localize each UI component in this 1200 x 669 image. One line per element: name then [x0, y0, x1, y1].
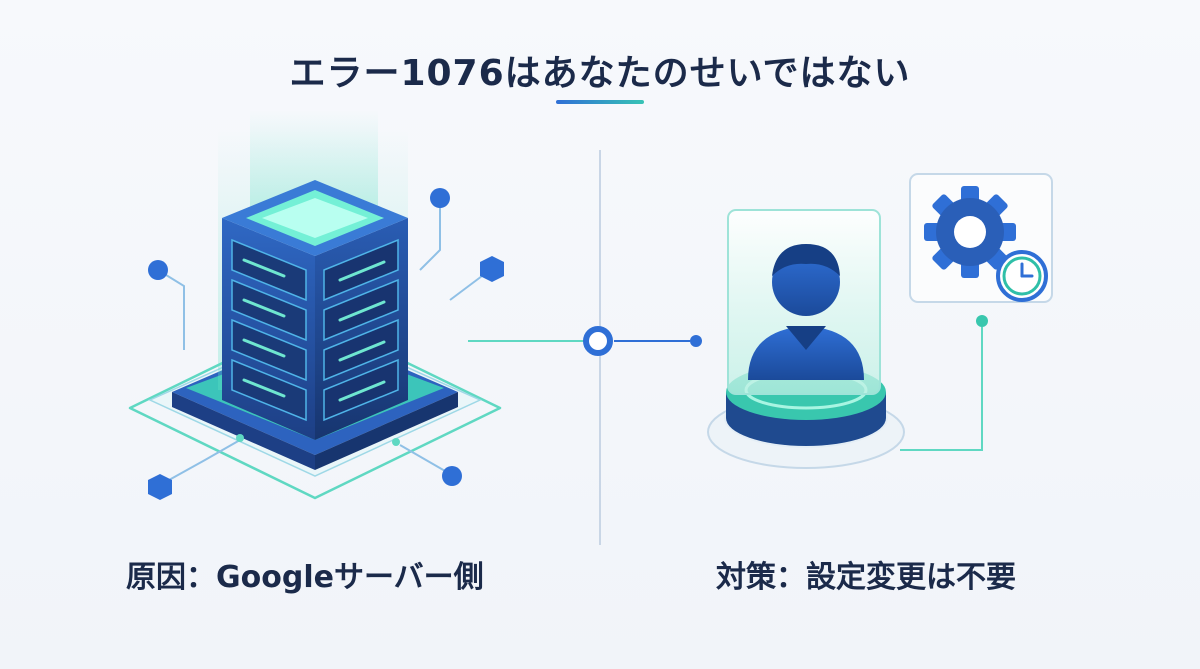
center-connector	[583, 326, 702, 356]
solution-caption: 対策：設定変更は不要	[716, 560, 1016, 595]
page-title: エラー1076はあなたのせいではない	[289, 53, 911, 94]
clock-icon	[996, 250, 1048, 302]
title-underline	[556, 100, 644, 104]
server-icon	[128, 110, 590, 500]
cause-caption: 原因：Googleサーバー側	[126, 560, 484, 595]
user-icon	[707, 209, 905, 469]
settings-connector	[900, 315, 988, 451]
